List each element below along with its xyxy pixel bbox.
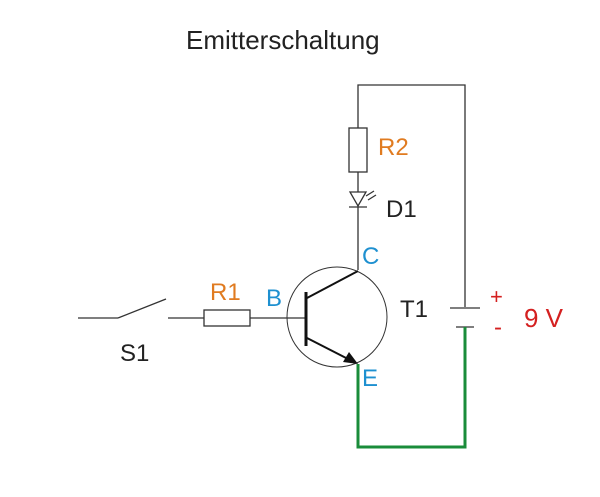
transistor-collector [306,270,359,299]
diagram-title: Emitterschaltung [186,25,380,55]
label-t1: T1 [400,296,429,323]
label-d1: D1 [386,196,417,223]
label-r1: R1 [210,279,241,306]
label-minus: - [494,314,502,341]
resistor-r2 [348,127,368,173]
resistor-r1 [203,309,251,327]
wire-top [357,84,466,307]
wire-ground [356,327,467,449]
label-s1: S1 [120,340,150,367]
led-d1 [348,190,377,208]
label-r2: R2 [378,134,409,161]
emitter-arrow-icon [343,352,358,364]
transistor-t1-circle [286,266,388,368]
label-base: B [266,285,283,312]
label-voltage: 9 V [524,303,564,333]
switch-s1-lever [117,298,167,319]
label-emitter: E [362,365,379,392]
label-plus: + [490,284,503,309]
label-collector: C [362,243,380,270]
transistor-emitter [306,337,351,361]
